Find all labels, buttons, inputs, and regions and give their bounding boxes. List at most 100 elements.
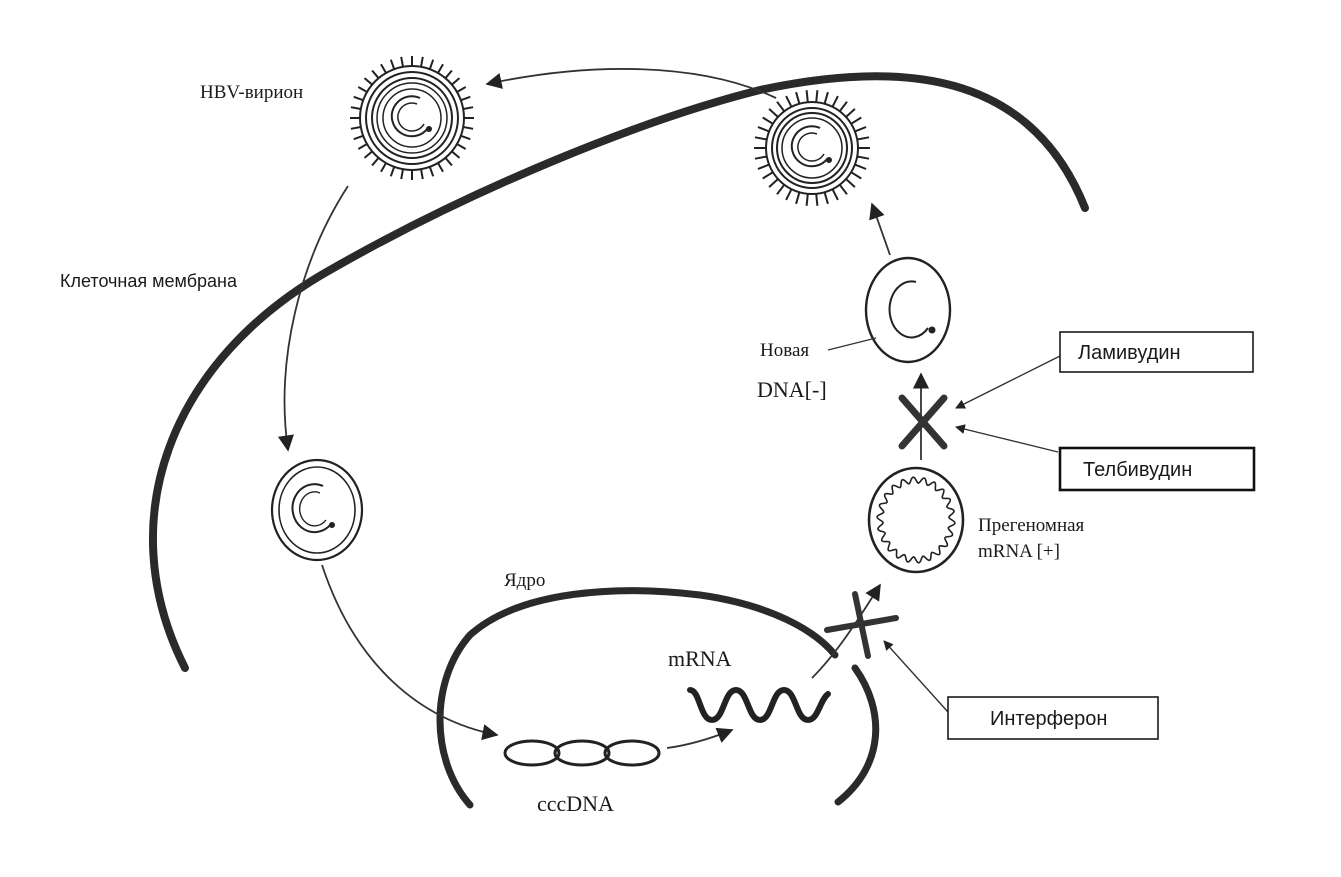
virion-spike (805, 193, 809, 206)
virion-spike (451, 77, 461, 86)
virion-spike (460, 134, 471, 141)
arrow-release (485, 68, 777, 99)
virion-spike (460, 95, 471, 102)
virion-spike (357, 86, 368, 93)
arrow-transcription (666, 727, 734, 749)
cccdna-molecule (503, 739, 661, 767)
virion-spike (353, 95, 364, 102)
virion-spike (815, 193, 819, 206)
virion-spike (850, 116, 862, 125)
virion-spike (420, 169, 424, 180)
pregenomic-label-line2: mRNA [+] (978, 541, 1060, 562)
arrow-envelopment (869, 202, 891, 256)
nucleus-membrane-right (834, 664, 880, 806)
interferon-box: Интерферон (947, 696, 1159, 740)
hbv-virion-budding (754, 90, 870, 206)
virion-spike (850, 171, 862, 180)
virion-spike (444, 157, 453, 167)
cccdna-label: cccDNA (537, 791, 614, 816)
telbivudine-box: Телбивудин (1058, 446, 1256, 492)
virion-spike (428, 59, 435, 70)
virion-spike (357, 143, 368, 150)
virion-spike (350, 126, 361, 130)
virion-spike (854, 126, 867, 133)
nucleus-label: Ядро (504, 570, 545, 591)
virion-spike (371, 157, 380, 167)
pregenomic-mrna-particle (867, 466, 965, 574)
virion-spike (845, 178, 856, 188)
virion-spike (463, 106, 474, 110)
virion-spike (363, 77, 373, 86)
virion-spike (768, 108, 779, 118)
cell-membrane-label: Клеточная мембрана (60, 271, 238, 291)
interferon-label: Интерферон (990, 708, 1107, 730)
virion-spike (437, 162, 444, 173)
new-dna-label-line2: DNA[-] (757, 377, 827, 402)
virion-spike (857, 136, 870, 141)
mrna-label: mRNA (668, 646, 732, 671)
leader-new-dna (827, 337, 877, 351)
virion-spike (823, 91, 829, 105)
virion-spike (371, 69, 380, 79)
virion-spike (350, 106, 361, 110)
virion-spike (831, 188, 839, 201)
virion-spike (823, 191, 829, 205)
block-mark-transcription (824, 591, 899, 659)
virion-spike (400, 56, 404, 67)
arrow-entry (277, 185, 349, 452)
virion-spike (754, 136, 767, 141)
virion-spike (838, 101, 848, 112)
virion-spike (389, 59, 396, 70)
virion-spike (363, 150, 373, 159)
telbivudine-label: Телбивудин (1083, 459, 1192, 481)
virion-spike (845, 108, 856, 118)
virion-spike (451, 150, 461, 159)
nucleus-membrane-left (436, 587, 839, 809)
virion-spike (838, 184, 848, 195)
virion-spike (795, 191, 801, 205)
virion-spike (785, 95, 793, 108)
virion-spike (762, 116, 774, 125)
virion-label: HBV-вирион (200, 82, 303, 103)
virion-spike (420, 56, 424, 67)
virion-spike (380, 162, 387, 173)
lamivudine-box: Ламивудин (1059, 331, 1254, 373)
arrow-to-nucleus (321, 564, 499, 741)
virion-spike (768, 178, 779, 188)
leader-telbivudine (955, 424, 1059, 453)
virion-spike (380, 63, 387, 74)
core-particle-entry (270, 458, 364, 562)
hbv-virion-outside (350, 56, 474, 180)
new-dna-label-line1: Новая (760, 340, 809, 361)
virion-spike (857, 155, 870, 160)
pregenomic-label-line1: Прегеномная (978, 515, 1085, 536)
mrna-wave (687, 686, 831, 724)
block-mark-reverse-transcription (898, 394, 948, 450)
virion-spike (831, 95, 839, 108)
virion-spike (785, 188, 793, 201)
leader-interferon (883, 640, 949, 713)
new-dna-core-particle (864, 256, 952, 364)
virion-spike (854, 163, 867, 170)
virion-spike (389, 166, 396, 177)
leader-lamivudine (955, 355, 1061, 409)
virion-spike (456, 143, 467, 150)
virion-spike (754, 155, 767, 160)
virion-spike (400, 169, 404, 180)
virion-spike (463, 126, 474, 130)
virion-spike (437, 63, 444, 74)
lamivudine-label: Ламивудин (1078, 342, 1181, 364)
virion-spike (757, 163, 770, 170)
virion-spike (776, 184, 786, 195)
virion-spike (776, 101, 786, 112)
virion-spike (762, 171, 774, 180)
virion-spike (456, 86, 467, 93)
virion-spike (353, 134, 364, 141)
cell-membrane (149, 72, 1089, 672)
virion-spike (757, 126, 770, 133)
virion-spike (805, 90, 809, 103)
virion-spike (444, 69, 453, 79)
arrow-export (811, 583, 881, 679)
virion-spike (795, 91, 801, 105)
